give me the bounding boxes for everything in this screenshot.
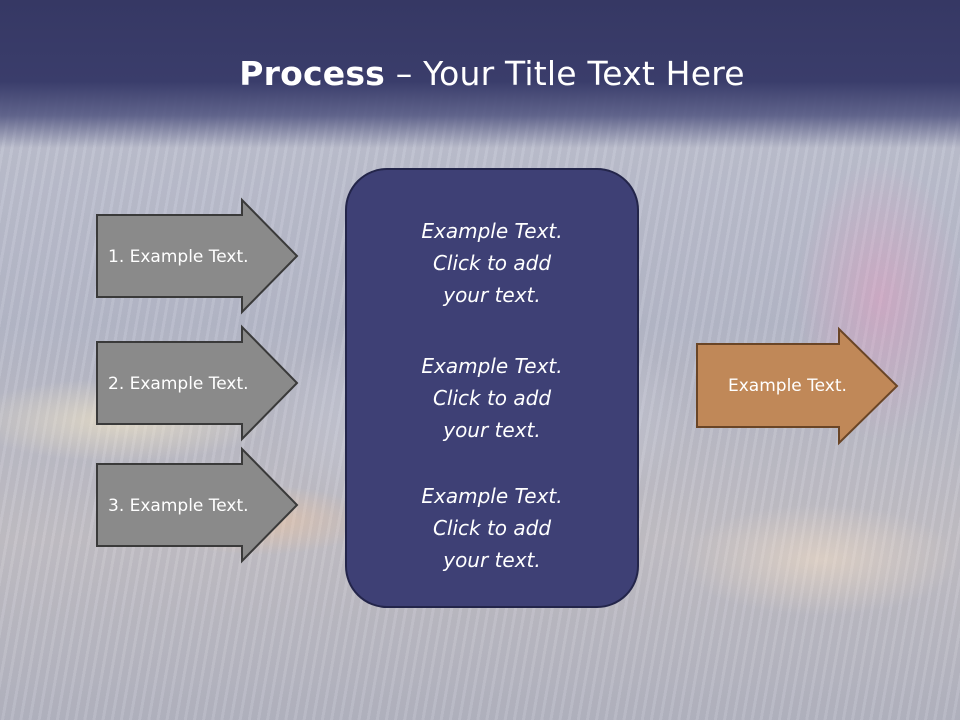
block-line: Example Text. [421,219,563,243]
block-line: Example Text. [421,484,563,508]
title-bar: Process – Your Title Text Here [0,0,960,148]
step-arrow-2[interactable]: 2. Example Text. [96,324,299,442]
arrow-shape [96,446,299,564]
block-line: Click to add [432,516,552,540]
title-rest: – Your Title Text Here [385,54,745,93]
title-bold: Process [239,54,386,93]
center-text-block-2[interactable]: Example Text. Click to add your text. [347,350,637,446]
step-label-1: 1. Example Text. [108,246,249,267]
block-line: Click to add [432,251,552,275]
block-line: your text. [443,283,541,307]
result-label: Example Text. [728,376,847,396]
step-arrow-3[interactable]: 3. Example Text. [96,446,299,564]
arrow-shape [96,197,299,315]
page-title[interactable]: Process – Your Title Text Here [0,54,960,93]
block-line: Click to add [432,386,552,410]
block-line: Example Text. [421,354,563,378]
block-line: your text. [443,418,541,442]
center-text-box[interactable]: Example Text. Click to add your text. Ex… [345,168,639,608]
arrow-shape [696,326,899,446]
step-label-3: 3. Example Text. [108,495,249,516]
block-line: your text. [443,548,541,572]
result-arrow[interactable]: Example Text. [696,326,899,446]
center-text-block-3[interactable]: Example Text. Click to add your text. [347,480,637,576]
arrow-shape [96,324,299,442]
center-text-block-1[interactable]: Example Text. Click to add your text. [347,215,637,311]
step-label-2: 2. Example Text. [108,373,249,394]
step-arrow-1[interactable]: 1. Example Text. [96,197,299,315]
